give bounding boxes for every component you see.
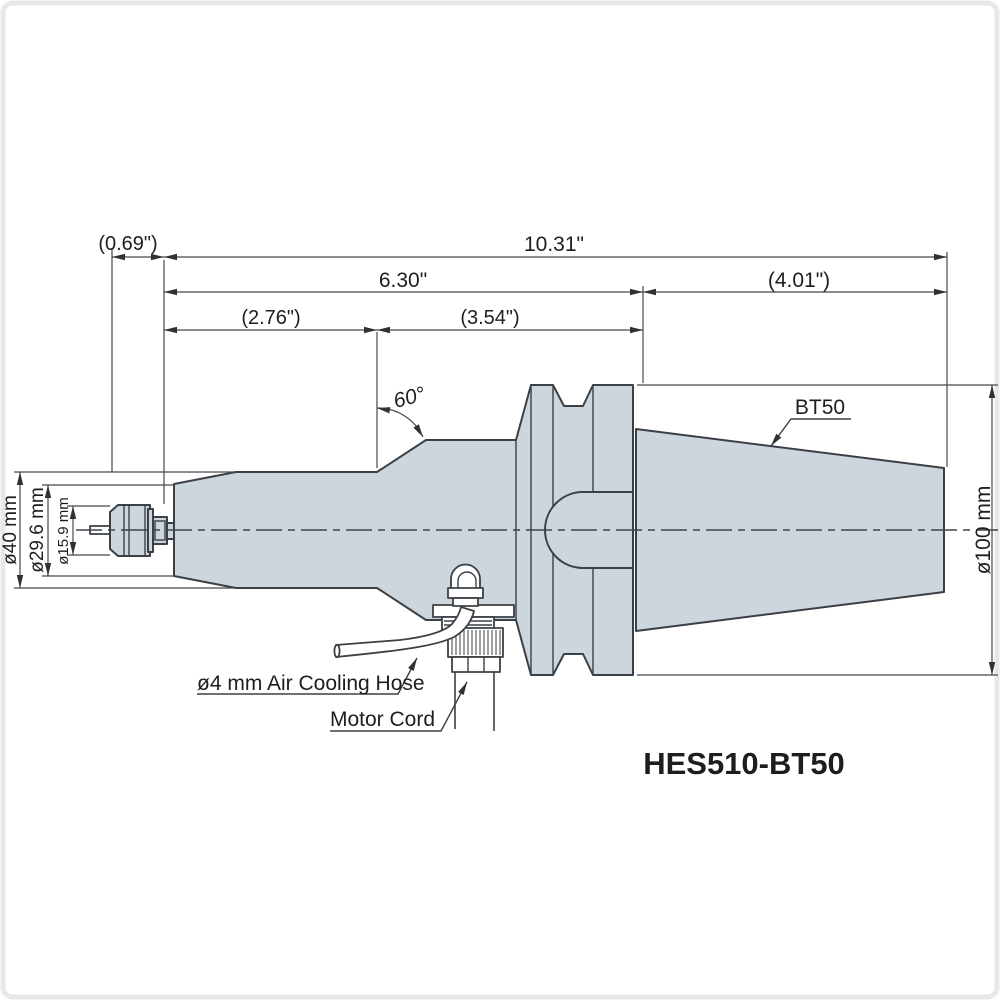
dim-taper-length: (4.01") <box>768 269 830 292</box>
connector-hex-nut <box>451 656 501 673</box>
motor-cord-label: Motor Cord <box>330 708 435 731</box>
dim-mid-length: (3.54") <box>460 307 519 329</box>
bt50-label: BT50 <box>795 396 845 419</box>
bt50-leader-arrow <box>771 433 782 446</box>
motor-cord <box>454 672 495 731</box>
angle-label: 60° <box>391 383 428 413</box>
bottom-fittings <box>333 563 515 731</box>
dim-body-length: 6.30" <box>379 269 427 292</box>
hose-leader-arrow <box>408 658 417 671</box>
dim-body-diameter: ø40 mm <box>0 495 21 565</box>
model-title: HES510-BT50 <box>643 746 845 781</box>
air-hose-label: ø4 mm Air Cooling Hose <box>197 672 425 695</box>
dim-flange-diameter: ø100 mm <box>972 486 995 575</box>
dim-nose-face-diameter: ø29.6 mm <box>27 487 48 573</box>
dim-front-length: (2.76") <box>241 307 300 329</box>
callout-texts: BT50 ø4 mm Air Cooling Hose Motor Cord <box>197 396 845 731</box>
dim-collet-diameter: ø15.9 mm <box>55 497 72 565</box>
dim-overall-length: 10.31" <box>524 233 584 256</box>
angle-arc <box>376 407 424 438</box>
air-fitting-collar <box>447 587 484 599</box>
air-hose <box>335 606 475 658</box>
dimension-lines <box>19 256 993 675</box>
extension-lines <box>14 248 998 676</box>
cord-leader-arrow <box>458 682 467 695</box>
spindle-neck <box>166 522 175 540</box>
hose-end-cap <box>333 643 341 659</box>
cord-connector-knurl <box>447 627 504 658</box>
air-fitting-neck <box>452 597 479 607</box>
dim-nose-offset: (0.69") <box>98 233 157 255</box>
dimension-texts: (0.69") 10.31" 6.30" (4.01") (2.76") (3.… <box>0 233 995 574</box>
dimension-arrows <box>16 253 996 675</box>
